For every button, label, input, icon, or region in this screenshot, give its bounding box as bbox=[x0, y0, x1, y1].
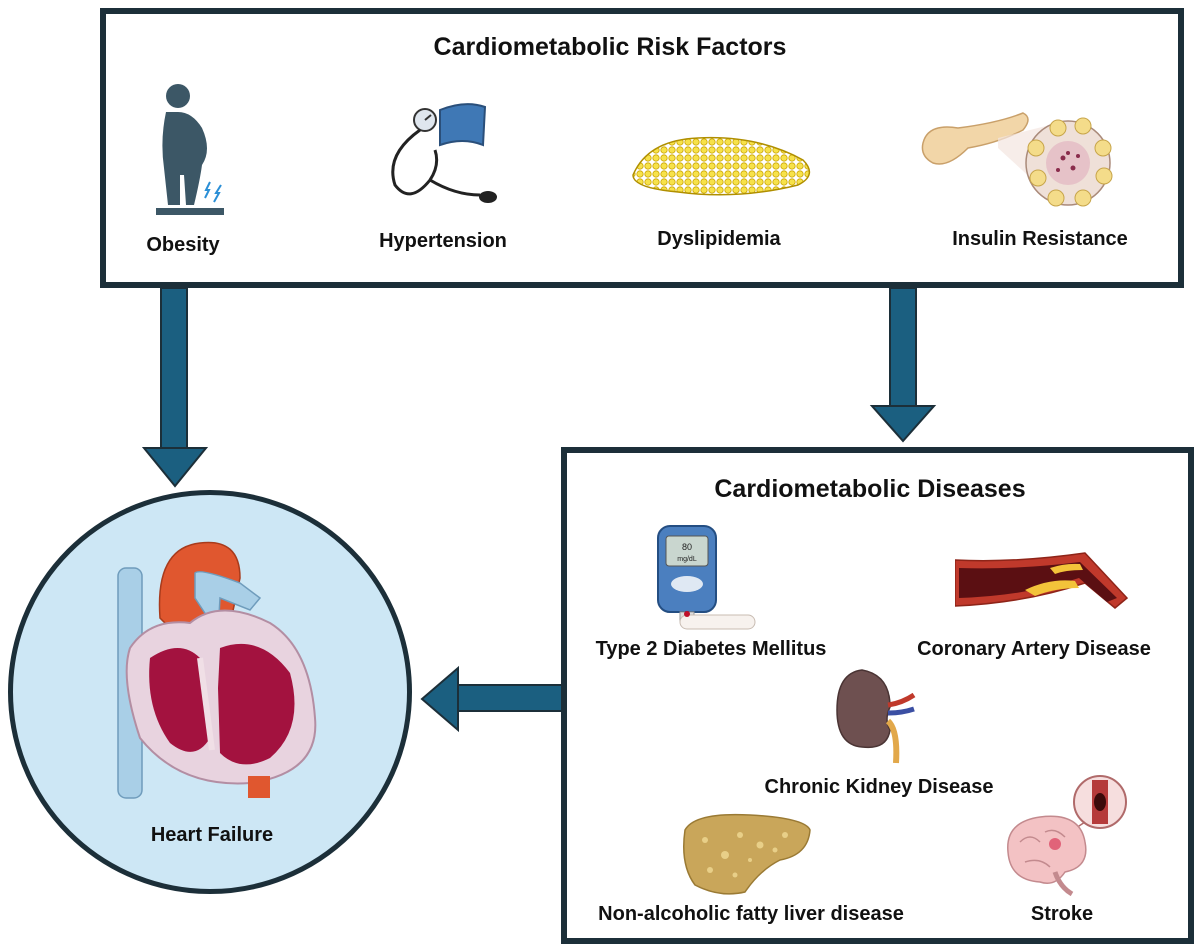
obesity-scale-icon bbox=[150, 80, 240, 225]
pancreas-icon bbox=[918, 108, 1128, 213]
risk-label-obesity: Obesity bbox=[146, 234, 220, 256]
arrow-down-right bbox=[868, 288, 938, 443]
meter-reading: 80 bbox=[682, 542, 692, 552]
heart-icon bbox=[100, 538, 325, 803]
blood-pressure-cuff-icon bbox=[385, 95, 505, 215]
disease-label-coronary: Coronary Artery Disease bbox=[917, 638, 1151, 660]
fatty-liver-icon bbox=[680, 810, 815, 900]
risk-factors-title: Cardiometabolic Risk Factors bbox=[433, 33, 787, 61]
disease-label-stroke: Stroke bbox=[1030, 903, 1094, 925]
risk-label-hypertension: Hypertension bbox=[379, 230, 507, 252]
fat-tissue-icon bbox=[628, 130, 818, 200]
risk-label-insulin-resistance: Insulin Resistance bbox=[952, 228, 1128, 250]
disease-label-kidney: Chronic Kidney Disease bbox=[764, 776, 994, 798]
disease-label-liver: Non-alcoholic fatty liver disease bbox=[598, 903, 904, 925]
diseases-title: Cardiometabolic Diseases bbox=[714, 475, 1026, 503]
brain-icon bbox=[1000, 772, 1130, 902]
heart-failure-label: Heart Failure bbox=[150, 824, 274, 846]
arrow-left bbox=[420, 664, 565, 734]
kidney-icon bbox=[832, 665, 922, 765]
meter-unit: mg/dL bbox=[677, 556, 697, 563]
arrow-down-left bbox=[140, 288, 210, 488]
glucose-meter-icon: 80 mg/dL bbox=[650, 522, 760, 632]
artery-plaque-icon bbox=[955, 548, 1130, 618]
disease-label-diabetes: Type 2 Diabetes Mellitus bbox=[595, 638, 827, 660]
risk-label-dyslipidemia: Dyslipidemia bbox=[657, 228, 781, 250]
